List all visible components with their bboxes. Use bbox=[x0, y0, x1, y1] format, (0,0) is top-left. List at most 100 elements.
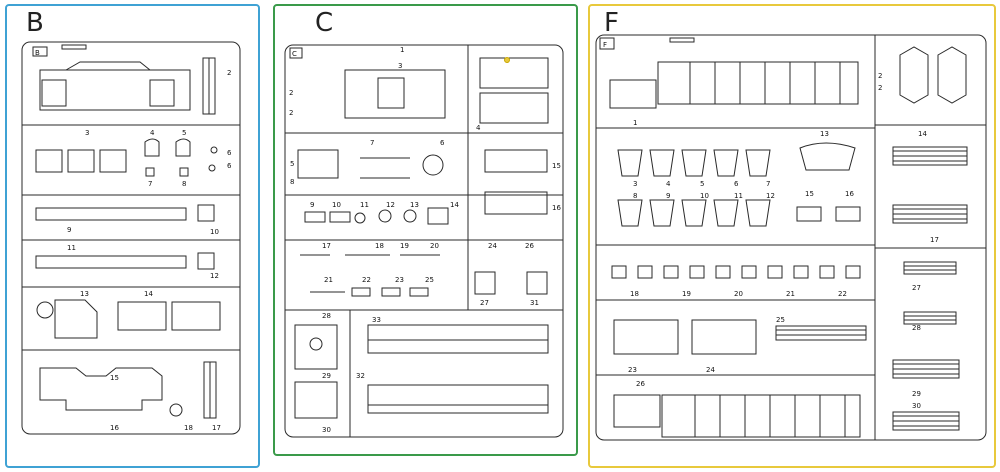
part-number-label: 23 bbox=[628, 366, 637, 374]
part-number-label: 10 bbox=[700, 192, 709, 200]
part-number-label: 22 bbox=[838, 290, 847, 298]
sprue-c-long-plate-part bbox=[367, 324, 549, 354]
sprue-b-small-part bbox=[145, 167, 155, 177]
sprue-f-shield-part bbox=[745, 199, 771, 227]
sprue-c-box-part bbox=[474, 271, 496, 295]
sprue-b-outer-frame bbox=[21, 41, 241, 435]
sprue-f-curved-part bbox=[799, 142, 856, 171]
part-number-label: 14 bbox=[918, 130, 927, 138]
sprue-b-small-part bbox=[210, 146, 218, 154]
sprue-b-wheel-part bbox=[36, 301, 54, 319]
sprue-c-long-plate-part bbox=[367, 384, 549, 414]
sprue-b-hull-part bbox=[149, 79, 175, 107]
part-number-label: 19 bbox=[682, 290, 691, 298]
sprue-f-grille-part bbox=[903, 261, 957, 275]
sprue-c-plate-hole bbox=[309, 337, 323, 351]
sprue-c-box-part bbox=[479, 92, 549, 124]
sprue-f-outer-frame bbox=[595, 34, 987, 441]
part-number-label: 15 bbox=[110, 374, 119, 382]
sprue-c-small-part bbox=[427, 207, 449, 225]
part-number-label: 29 bbox=[322, 372, 331, 380]
sprue-f-shield-part bbox=[617, 199, 643, 227]
part-number-label: 4 bbox=[150, 129, 155, 137]
part-number-label: 13 bbox=[410, 201, 419, 209]
part-number-label: 26 bbox=[525, 242, 534, 250]
part-number-label: 16 bbox=[552, 204, 561, 212]
panel-f-letter: F bbox=[604, 8, 619, 38]
sprue-b-frame-part bbox=[99, 149, 127, 173]
sprue-f-grille-part bbox=[892, 359, 960, 379]
sprue-f-grille-part bbox=[903, 311, 957, 325]
part-number-label: 20 bbox=[734, 290, 743, 298]
sprue-b-plate-part bbox=[54, 299, 98, 339]
sprue-f-shield-part bbox=[745, 149, 771, 177]
part-number-label: 19 bbox=[400, 242, 409, 250]
part-number-label: 6 bbox=[440, 139, 445, 147]
sprue-f-shield-part bbox=[681, 199, 707, 227]
sprue-b-gate-bar bbox=[61, 44, 87, 50]
part-number-label: 28 bbox=[322, 312, 331, 320]
sprue-f-shield-part bbox=[713, 149, 739, 177]
sprue-f-gate-bar bbox=[669, 37, 695, 43]
sprue-b-bracket-part bbox=[171, 301, 221, 331]
sprue-c-small-part bbox=[304, 211, 326, 223]
part-number-label: 8 bbox=[633, 192, 637, 200]
sprue-c-small-part bbox=[409, 287, 429, 297]
sprue-f: F bbox=[595, 34, 987, 441]
sprue-c-outer-frame bbox=[284, 44, 564, 438]
sprue-c-highlight-dot bbox=[504, 57, 510, 63]
sprue-f-tag: F bbox=[603, 41, 607, 49]
part-number-label: 14 bbox=[450, 201, 459, 209]
sprue-c-grate-part bbox=[484, 191, 548, 215]
sprue-f-box-part bbox=[613, 319, 679, 355]
sprue-c: C bbox=[284, 44, 564, 438]
part-number-label: 11 bbox=[360, 201, 369, 209]
sprue-b: B bbox=[21, 41, 241, 435]
sprue-f-block-row bbox=[611, 265, 861, 279]
part-number-label: 11 bbox=[734, 192, 743, 200]
part-number-label: 4 bbox=[666, 180, 671, 188]
part-number-label: 24 bbox=[706, 366, 715, 374]
panel-f-frame bbox=[588, 4, 996, 468]
sprue-f-slat-panel-part bbox=[657, 61, 859, 105]
part-number-label: 5 bbox=[700, 180, 704, 188]
sprue-f-shield-part bbox=[649, 149, 675, 177]
sprue-c-small-part bbox=[351, 287, 371, 297]
sprue-b-tag: B bbox=[35, 49, 40, 57]
sprue-c-frame-part bbox=[297, 149, 339, 179]
sprue-f-ring-part bbox=[937, 46, 967, 104]
part-number-label: 2 bbox=[289, 109, 293, 117]
part-number-label: 5 bbox=[182, 129, 186, 137]
sprue-b-bracket-part bbox=[144, 138, 160, 157]
sprue-b-small-part bbox=[208, 164, 216, 172]
sprue-f-ring-part bbox=[899, 46, 929, 104]
part-number-label: 21 bbox=[324, 276, 333, 284]
part-number-label: 14 bbox=[144, 290, 153, 298]
part-number-label: 12 bbox=[766, 192, 775, 200]
part-number-label: 6 bbox=[227, 162, 232, 170]
part-number-label: 22 bbox=[362, 276, 371, 284]
part-number-label: 32 bbox=[356, 372, 365, 380]
sprue-f-panel-part bbox=[613, 394, 661, 428]
sprue-f-grille-part bbox=[892, 411, 960, 431]
part-number-label: 17 bbox=[930, 236, 939, 244]
part-number-label: 13 bbox=[80, 290, 89, 298]
part-number-label: 26 bbox=[636, 380, 645, 388]
part-number-label: 1 bbox=[400, 46, 404, 54]
part-number-label: 12 bbox=[210, 272, 219, 280]
part-number-label: 2 bbox=[878, 72, 882, 80]
part-number-label: 3 bbox=[398, 62, 402, 70]
panel-c-frame bbox=[273, 4, 578, 456]
sprue-b-wheel-part bbox=[169, 403, 183, 417]
sprue-b-small-part bbox=[179, 167, 189, 177]
part-number-label: 11 bbox=[67, 244, 76, 252]
part-number-label: 27 bbox=[480, 299, 489, 307]
part-number-label: 25 bbox=[776, 316, 785, 324]
part-number-label: 1 bbox=[633, 119, 637, 127]
sprue-c-tag-box bbox=[289, 47, 303, 59]
part-number-label: 21 bbox=[786, 290, 795, 298]
sprue-f-slat-panel-part bbox=[661, 394, 861, 438]
sprue-f-shield-part bbox=[713, 199, 739, 227]
part-number-label: 10 bbox=[210, 228, 219, 236]
part-number-label: 9 bbox=[67, 226, 71, 234]
